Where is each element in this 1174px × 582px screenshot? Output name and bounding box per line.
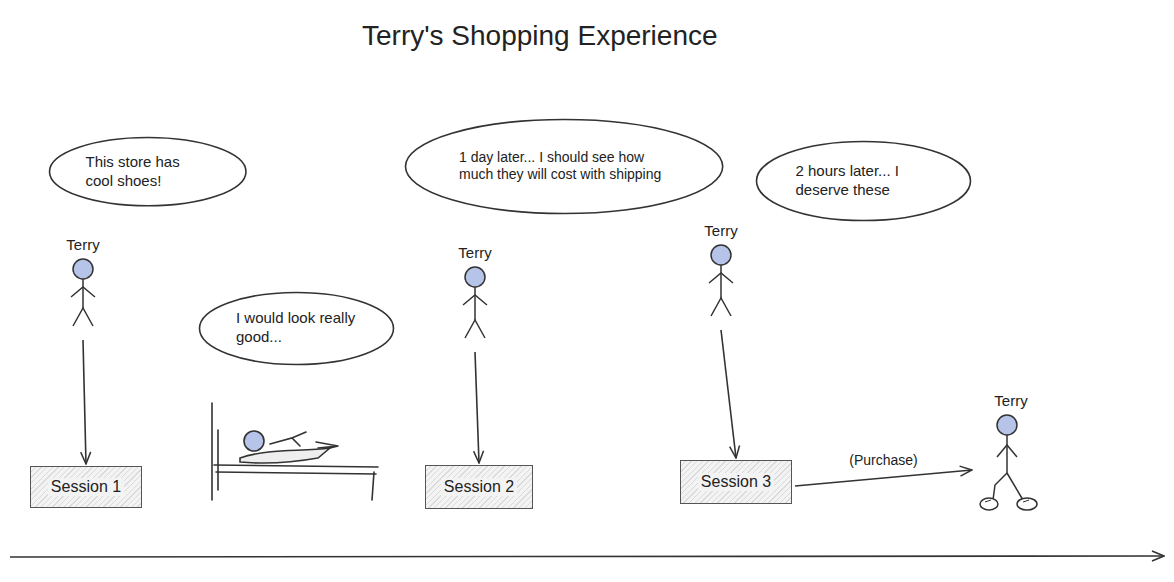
session-box: Session 2 bbox=[425, 465, 533, 509]
figure-name: Terry bbox=[55, 236, 111, 253]
stick-figure: Terry bbox=[976, 392, 1046, 512]
bed-mattress bbox=[214, 465, 378, 474]
sleeper-head bbox=[244, 431, 264, 451]
stick-legs bbox=[465, 320, 485, 338]
bubble-ellipse bbox=[50, 138, 247, 206]
sleeper-arm bbox=[270, 432, 306, 446]
shoe bbox=[980, 498, 998, 510]
thought-text: This store has cool shoes! bbox=[86, 153, 211, 191]
stick-head bbox=[997, 415, 1017, 435]
stick-figure: Terry bbox=[55, 236, 111, 336]
stick-figure-drawing bbox=[447, 265, 503, 348]
thought-bubble: I would look really good... bbox=[198, 291, 395, 366]
stick-arms bbox=[71, 287, 95, 297]
stick-head bbox=[73, 259, 93, 279]
stick-figure: Terry bbox=[693, 222, 749, 326]
connector-arrow bbox=[795, 470, 972, 486]
stick-body bbox=[82, 279, 84, 308]
session-label: Session 1 bbox=[48, 478, 124, 496]
bubble-ellipse bbox=[199, 292, 393, 364]
bubble-outline bbox=[198, 291, 395, 366]
session-label: Session 2 bbox=[441, 478, 517, 496]
thought-bubble: 1 day later... I should see how much the… bbox=[404, 118, 724, 215]
bed-headboard bbox=[211, 403, 213, 500]
timeline-arrow bbox=[10, 556, 1164, 557]
figure-name: Terry bbox=[693, 222, 749, 239]
stick-figure-drawing bbox=[976, 413, 1046, 512]
stick-arms bbox=[709, 273, 733, 283]
connector-arrow bbox=[475, 352, 479, 463]
stick-legs bbox=[993, 473, 1023, 500]
sleeper-legs bbox=[316, 442, 338, 448]
stick-legs bbox=[711, 298, 731, 316]
edge-label: (Purchase) bbox=[847, 452, 919, 468]
bubble-text-wrap: 1 day later... I should see how much the… bbox=[459, 149, 669, 184]
bed-leg bbox=[372, 472, 374, 500]
stick-head bbox=[465, 267, 485, 287]
stick-arms bbox=[997, 445, 1017, 457]
bubble-text-wrap: 2 hours later... I deserve these bbox=[796, 162, 931, 200]
thought-text: 2 hours later... I deserve these bbox=[796, 162, 931, 200]
stick-legs bbox=[73, 308, 93, 326]
bed-headboard bbox=[217, 430, 219, 490]
diagram-title: Terry's Shopping Experience bbox=[362, 20, 718, 52]
stick-figure: Terry bbox=[447, 244, 503, 348]
thought-text: 1 day later... I should see how much the… bbox=[459, 149, 669, 184]
session-box: Session 1 bbox=[30, 466, 142, 508]
thought-bubble: This store has cool shoes! bbox=[48, 136, 248, 207]
bubble-ellipse bbox=[405, 119, 722, 213]
bubble-ellipse bbox=[756, 142, 970, 221]
stick-body bbox=[720, 265, 722, 298]
stick-figure-drawing bbox=[693, 243, 749, 326]
bubble-text-wrap: I would look really good... bbox=[236, 309, 356, 347]
shoe bbox=[1017, 498, 1037, 510]
connector-arrow bbox=[721, 330, 736, 458]
figure-name: Terry bbox=[447, 244, 503, 261]
stick-figure-drawing bbox=[55, 257, 111, 336]
thought-text: I would look really good... bbox=[236, 309, 356, 347]
stick-head bbox=[711, 245, 731, 265]
shoe-laces bbox=[985, 500, 1029, 502]
bubble-text-wrap: This store has cool shoes! bbox=[86, 153, 211, 191]
figure-name: Terry bbox=[976, 392, 1046, 409]
connector-arrow bbox=[83, 340, 86, 464]
session-box: Session 3 bbox=[680, 460, 792, 504]
session-label: Session 3 bbox=[698, 473, 774, 491]
stick-body bbox=[1006, 435, 1008, 473]
stick-body bbox=[474, 287, 476, 320]
bed-sleeping-figure bbox=[212, 403, 378, 500]
stick-arms bbox=[463, 295, 487, 305]
thought-bubble: 2 hours later... I deserve these bbox=[755, 140, 972, 222]
